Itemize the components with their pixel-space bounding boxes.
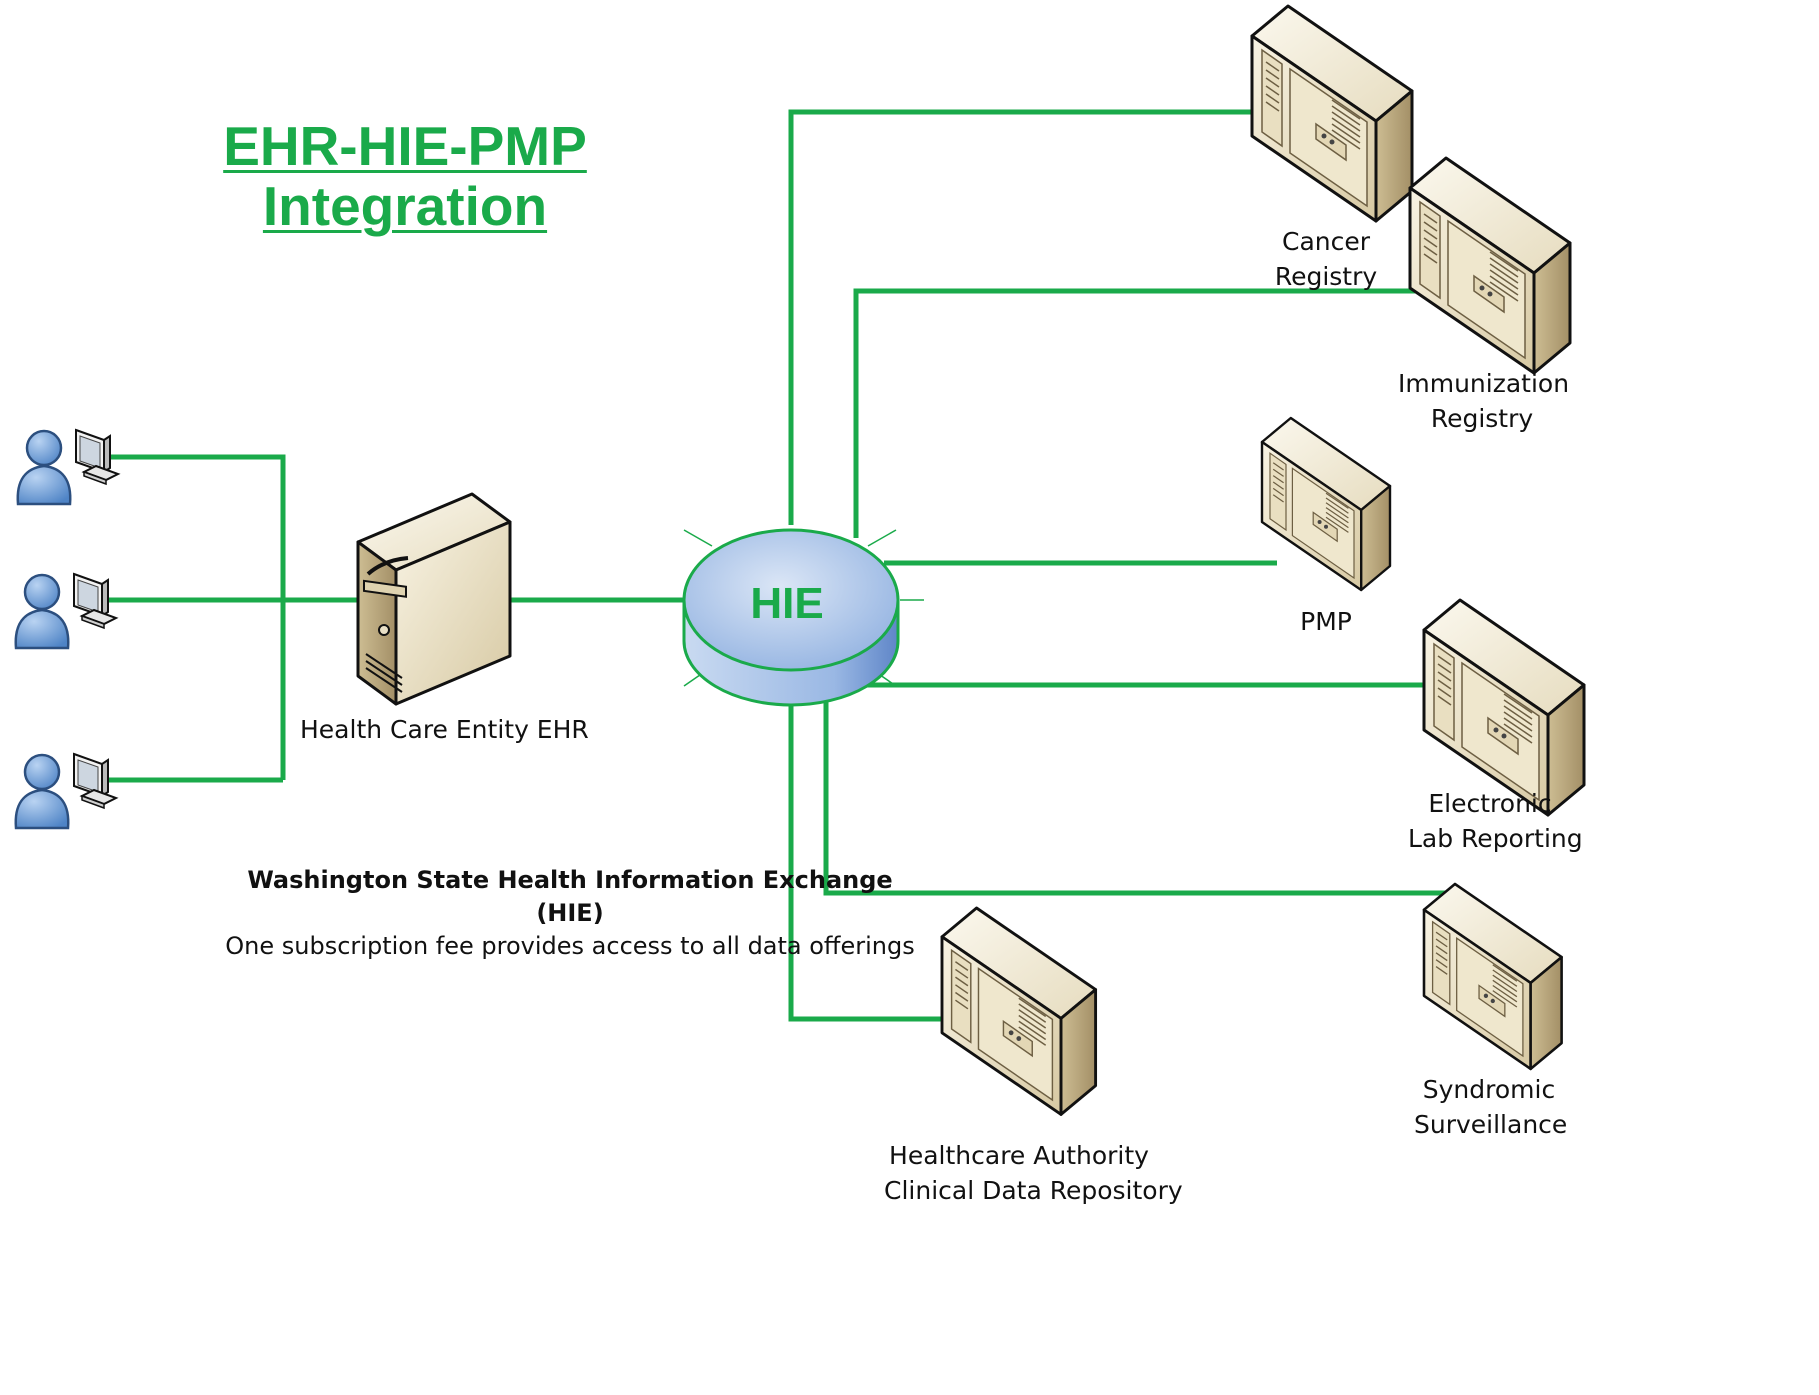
electronic-lab-reporting-server-icon[interactable] <box>1422 598 1586 817</box>
immunization-registry-server-icon[interactable] <box>1408 156 1572 375</box>
syndromic-label-line2: Surveillance <box>1414 1110 1568 1139</box>
cancer-registry-label: Cancer Registry <box>1250 224 1402 294</box>
hca-label-line1: Healthcare Authority <box>889 1141 1149 1170</box>
diagram-title-line2: Integration <box>262 175 548 237</box>
syndromic-label-line1: Syndromic <box>1422 1075 1556 1104</box>
connector-cancer <box>788 109 1258 525</box>
caption-line2: (HIE) <box>536 899 604 927</box>
pmp-label-line1: PMP <box>1300 607 1352 636</box>
cancer-registry-server-icon[interactable] <box>1250 4 1414 223</box>
elr-label-line1: Electronic <box>1428 789 1552 818</box>
user-workstation-icon[interactable] <box>16 428 120 506</box>
syndromic-surveillance-server-icon[interactable] <box>1422 882 1563 1071</box>
diagram-title-line1: EHR-HIE-PMP <box>223 115 587 177</box>
user-workstation-icon[interactable] <box>14 752 118 830</box>
syndromic-surveillance-label: Syndromic Surveillance <box>1414 1072 1568 1142</box>
cancer-registry-label-line1: Cancer <box>1281 227 1371 256</box>
user-workstation-icon[interactable] <box>14 572 118 650</box>
hie-hub[interactable] <box>682 528 900 707</box>
caption-line3: One subscription fee provides access to … <box>225 932 915 960</box>
immunization-registry-label-line1: Immunization <box>1398 369 1570 398</box>
healthcare-authority-label: Healthcare Authority Clinical Data Repos… <box>884 1138 1183 1208</box>
connector-immunization <box>853 288 1418 538</box>
ehr-label: Health Care Entity EHR <box>300 715 589 744</box>
hub-label: HIE <box>750 579 823 628</box>
electronic-lab-reporting-label: Electronic Lab Reporting <box>1408 786 1583 856</box>
pmp-label: PMP <box>1276 604 1376 639</box>
caption-line1: Washington State Health Information Exch… <box>247 866 893 894</box>
cancer-registry-label-line2: Registry <box>1274 262 1378 291</box>
healthcare-authority-server-icon[interactable] <box>940 906 1098 1116</box>
connector-hca <box>788 700 946 1022</box>
immunization-registry-label-line2: Registry <box>1430 404 1534 433</box>
hie-caption: Washington State Health Information Exch… <box>220 864 920 963</box>
elr-label-line2: Lab Reporting <box>1408 824 1583 853</box>
connector-syndromic <box>823 700 1465 896</box>
connector-lines <box>97 109 1465 1022</box>
hca-label-line2: Clinical Data Repository <box>884 1176 1183 1205</box>
ehr-server-icon[interactable] <box>356 492 512 706</box>
connector-user1 <box>97 454 286 780</box>
pmp-server-icon[interactable] <box>1260 416 1392 592</box>
immunization-registry-label: Immunization Registry <box>1398 366 1570 436</box>
